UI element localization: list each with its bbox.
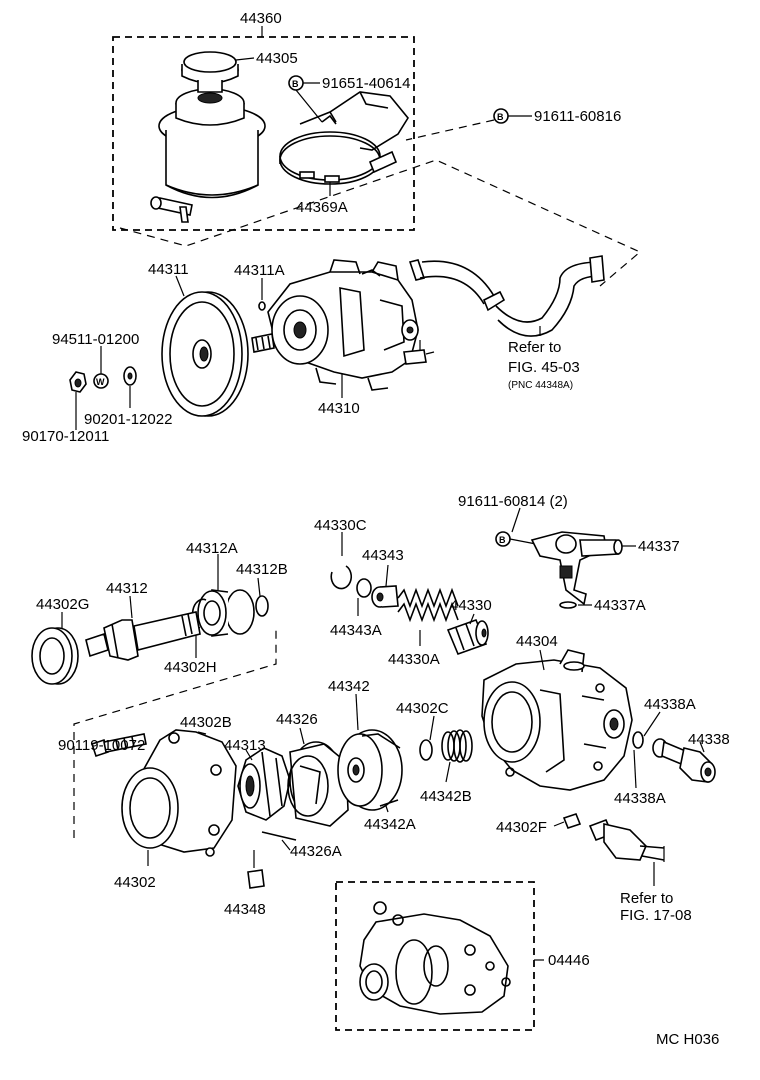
label-44313: 44313 xyxy=(224,737,266,754)
oring-44302C xyxy=(419,739,433,761)
label-44302F: 44302F xyxy=(496,819,547,836)
label-44348: 44348 xyxy=(224,901,266,918)
spring-44330A xyxy=(397,587,459,609)
label-44342: 44342 xyxy=(328,678,370,695)
bolt-marker-text: B xyxy=(499,535,506,545)
label-44342A: 44342A xyxy=(364,816,416,833)
bearing-44312A xyxy=(197,589,255,637)
reservoir-tank xyxy=(150,88,266,223)
pulley-nut-set: W xyxy=(69,366,137,393)
label-44326: 44326 xyxy=(276,711,318,728)
label-44330: 44330 xyxy=(450,597,492,614)
label-refer-line3: (PNC 44348A) xyxy=(508,380,573,391)
label-90170-12011: 90170-12011 xyxy=(22,428,109,445)
drive-shaft xyxy=(85,611,201,661)
bolt-marker-text: B xyxy=(292,79,299,89)
label-91611-60816: 91611-60816 xyxy=(534,108,621,125)
label-44343: 44343 xyxy=(362,547,404,564)
label-91651-40614: 91651-40614 xyxy=(322,75,410,92)
label-44369A: 44369A xyxy=(296,199,348,216)
label-90201-12022: 90201-12022 xyxy=(84,411,172,428)
label-44337A: 44337A xyxy=(594,597,646,614)
label-44312: 44312 xyxy=(106,580,148,597)
snap-ring-44330C xyxy=(330,565,353,590)
pump-body xyxy=(251,259,435,391)
label-90119-10072: 90119-10072 xyxy=(58,737,145,754)
spring-44342B xyxy=(441,729,473,763)
label-44312A: 44312A xyxy=(186,540,238,557)
oring-44312B xyxy=(255,595,269,617)
vane-44348 xyxy=(247,869,265,889)
label-44310: 44310 xyxy=(318,400,360,417)
pulley xyxy=(161,291,249,417)
pin-44326A xyxy=(261,831,297,841)
label-44302G: 44302G xyxy=(36,596,89,613)
label-refer2-line2: FIG. 17-08 xyxy=(620,907,692,924)
side-plate-44342 xyxy=(337,729,403,811)
label-44302B: 44302B xyxy=(180,714,232,731)
oring-44337A xyxy=(559,601,577,609)
label-44302C: 44302C xyxy=(396,700,449,717)
label-44302: 44302 xyxy=(114,874,156,891)
label-refer2-line1: Refer to xyxy=(620,890,673,907)
oring-44338A-top xyxy=(632,731,644,749)
label-44330A: 44330A xyxy=(388,651,440,668)
cam-ring-44326 xyxy=(287,741,349,827)
label-91611-60814: 91611-60814 (2) xyxy=(458,493,568,510)
label-44360: 44360 xyxy=(240,10,282,27)
pressure-switch xyxy=(588,818,665,862)
label-44302H: 44302H xyxy=(164,659,217,676)
label-44330C: 44330C xyxy=(314,517,367,534)
label-refer-line1: Refer to xyxy=(508,339,561,356)
reservoir-bracket-clamp xyxy=(279,91,409,185)
label-44337: 44337 xyxy=(638,538,680,555)
reservoir-kit-group: 44360 44305 xyxy=(112,10,642,287)
front-cover xyxy=(121,729,237,857)
bolt-90119-10072 xyxy=(90,733,147,758)
plug-44343 xyxy=(371,585,399,608)
label-refer-line2: FIG. 45-03 xyxy=(508,359,580,376)
oil-seal-44302G xyxy=(31,627,79,685)
pump-assembly-group: 44311 44311A 44310 xyxy=(22,255,605,445)
return-hose xyxy=(408,255,605,337)
oring-44343A xyxy=(356,578,372,598)
pump-housing xyxy=(481,649,633,791)
flow-control-valve xyxy=(446,618,489,656)
label-44311A: 44311A xyxy=(234,262,285,279)
label-94511-01200: 94511-01200 xyxy=(52,331,139,348)
label-04446: 04446 xyxy=(548,952,590,969)
label-44304: 44304 xyxy=(516,633,558,650)
label-44311: 44311 xyxy=(148,261,189,278)
label-44338A-top: 44338A xyxy=(644,696,696,713)
label-44305: 44305 xyxy=(256,50,298,67)
key-44311A xyxy=(258,301,266,311)
label-44338: 44338 xyxy=(688,731,730,748)
label-44338A-bottom: 44338A xyxy=(614,790,666,807)
washer-marker-text: W xyxy=(96,377,105,387)
label-44342B: 44342B xyxy=(420,788,472,805)
pressure-union xyxy=(652,738,716,783)
plug-44302F xyxy=(562,813,582,829)
footer-code: MC H036 xyxy=(656,1031,719,1048)
label-44312B: 44312B xyxy=(236,561,288,578)
suction-union xyxy=(530,531,623,606)
label-44326A: 44326A xyxy=(290,843,342,860)
rotor-44313 xyxy=(237,747,291,821)
gasket-kit-group xyxy=(335,881,544,1031)
bolt-marker-text: B xyxy=(497,112,504,122)
label-44343A: 44343A xyxy=(330,622,382,639)
reservoir-cap xyxy=(181,51,239,93)
